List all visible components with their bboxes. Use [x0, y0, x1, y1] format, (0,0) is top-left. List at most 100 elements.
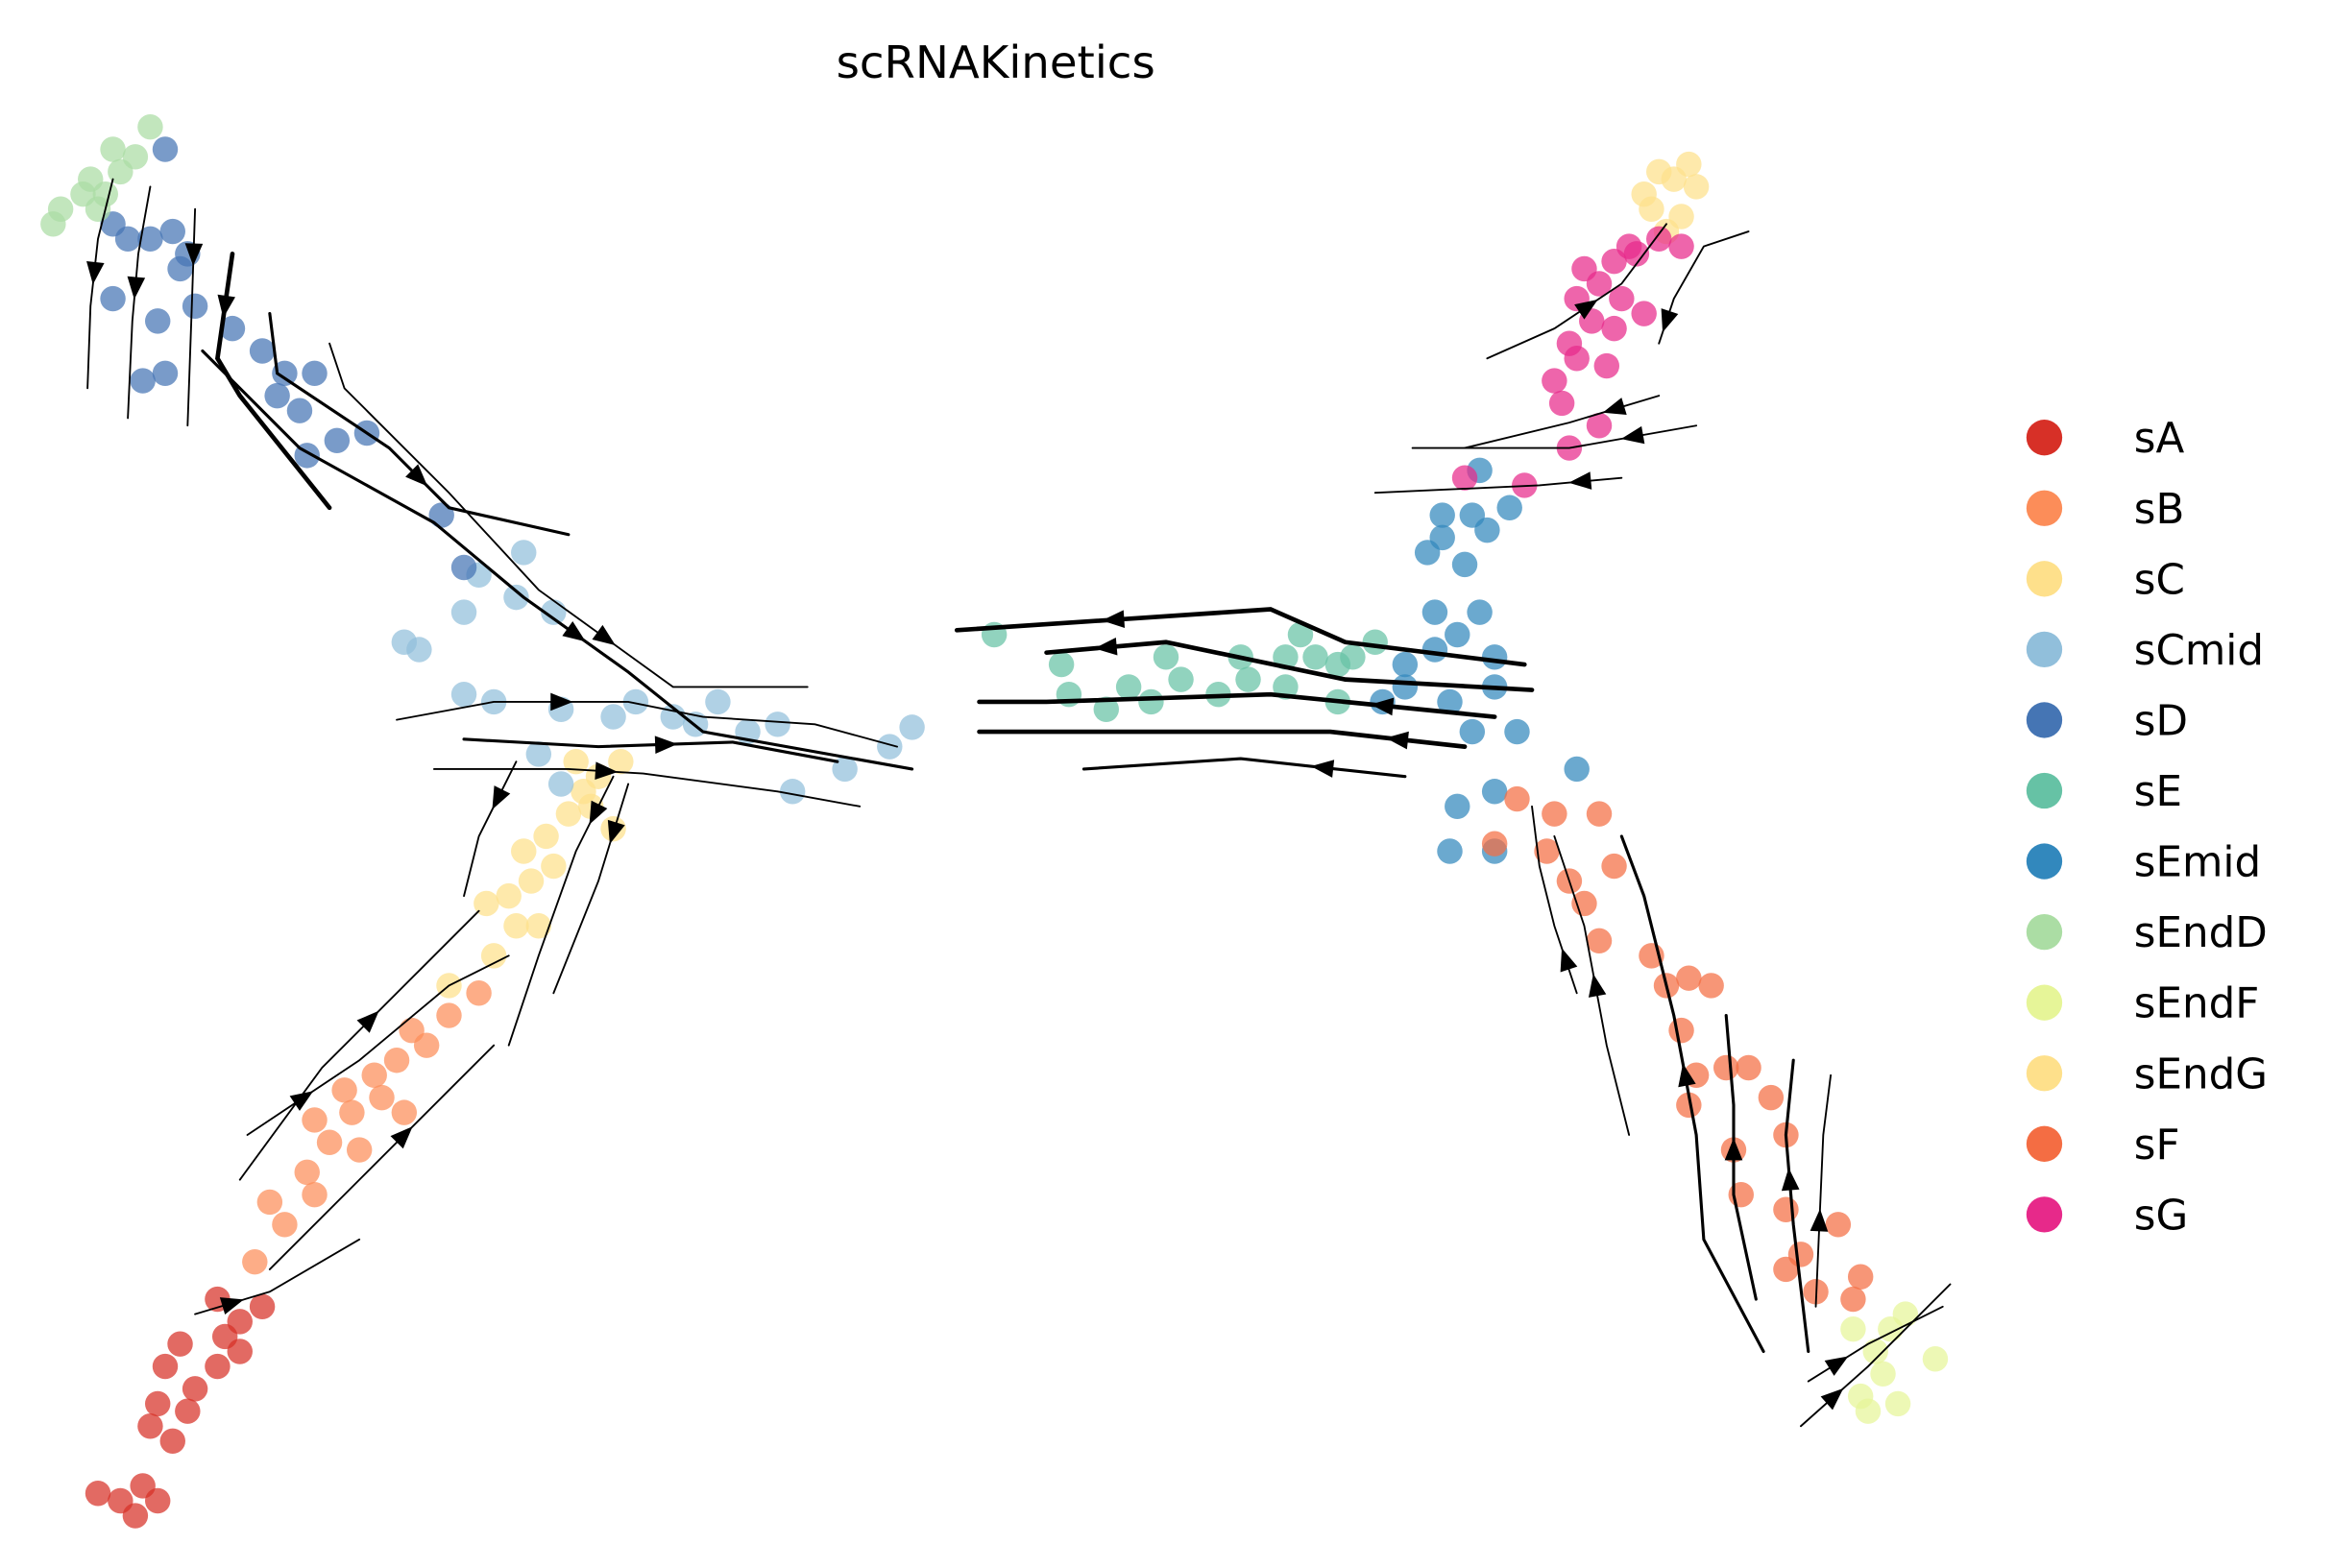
data-point-sCmid — [600, 704, 626, 730]
data-point-sEndF — [1840, 1315, 1866, 1342]
stream-arrow-icon — [289, 1091, 314, 1111]
data-point-sG — [1646, 226, 1672, 253]
series-sA — [85, 1286, 276, 1529]
data-point-sD — [144, 308, 171, 334]
stream-arrow-icon — [1661, 308, 1679, 333]
data-point-sD — [264, 382, 290, 409]
data-point-sF — [1676, 1092, 1702, 1119]
legend-marker — [2026, 631, 2063, 668]
streamline — [1081, 757, 1407, 779]
stream-arrow-icon — [1724, 1138, 1743, 1161]
data-point-sA — [175, 1398, 201, 1424]
data-point-sF — [1586, 928, 1613, 954]
data-point-sD — [428, 502, 454, 528]
data-point-sE — [1362, 629, 1388, 655]
data-point-sB — [391, 1099, 418, 1125]
legend-item-sEmid: sEmid — [2026, 839, 2261, 887]
stream-arrow-icon — [184, 243, 204, 266]
streamline — [396, 701, 898, 748]
stream-arrow-icon — [1588, 974, 1607, 998]
data-point-sC — [571, 779, 596, 805]
legend-label: sCmid — [2134, 627, 2264, 675]
data-point-sG — [1542, 368, 1567, 394]
data-point-sEndF — [1922, 1346, 1949, 1372]
data-point-sEndD — [137, 113, 163, 140]
data-point-sG — [1556, 330, 1583, 356]
legend-item-sD: sD — [2026, 697, 2188, 745]
data-point-sCmid — [406, 637, 432, 663]
data-point-sC — [496, 882, 522, 909]
stream-arrow-icon — [1678, 1063, 1696, 1088]
data-point-sEmid — [1421, 637, 1448, 663]
data-point-sC — [503, 913, 529, 939]
stream-arrow-icon — [492, 785, 511, 810]
series-sG — [1451, 226, 1694, 498]
legend-label: sE — [2134, 768, 2182, 816]
stream-arrow-icon — [1574, 299, 1598, 320]
data-point-sD — [450, 554, 477, 581]
streamline — [462, 737, 839, 763]
legend-label: sF — [2134, 1122, 2180, 1170]
legend-item-sC: sC — [2026, 556, 2185, 604]
data-point-sEmid — [1474, 517, 1500, 543]
data-point-sEmid — [1459, 718, 1486, 745]
data-point-sF — [1758, 1084, 1785, 1111]
data-point-sB — [302, 1181, 328, 1208]
data-point-sEndD — [122, 144, 149, 170]
legend-label: sB — [2134, 486, 2185, 534]
legend-item-sEndD: sEndD — [2026, 909, 2268, 957]
data-point-sD — [152, 360, 179, 387]
data-point-sD — [114, 226, 141, 253]
data-point-sG — [1593, 352, 1620, 379]
data-point-sC — [511, 838, 537, 864]
data-point-sB — [272, 1212, 298, 1238]
streamline — [1807, 1305, 1944, 1383]
stream-arrow-icon — [592, 624, 616, 646]
series-sF — [1481, 785, 1874, 1313]
data-point-sA — [152, 1353, 179, 1380]
data-point-sG — [1601, 315, 1627, 342]
data-point-sF — [1668, 1017, 1694, 1044]
streamline — [463, 760, 518, 898]
streamline — [552, 783, 630, 995]
data-point-sC — [525, 913, 552, 939]
stream-arrow-icon — [405, 464, 428, 487]
data-point-sG — [1609, 285, 1635, 312]
data-point-sEmid — [1445, 793, 1470, 820]
legend-label: sA — [2134, 415, 2185, 463]
data-point-sF — [1825, 1212, 1852, 1238]
data-point-sA — [108, 1487, 134, 1514]
legend-marker — [2026, 1055, 2063, 1092]
stream-arrow-icon — [589, 800, 608, 825]
stream-arrow-icon — [219, 1297, 244, 1315]
series-sB — [242, 980, 492, 1275]
data-point-sE — [1340, 644, 1366, 670]
data-point-sF — [1713, 1054, 1739, 1081]
data-point-sCmid — [503, 584, 529, 611]
data-point-sG — [1668, 233, 1694, 259]
data-point-sCmid — [779, 779, 806, 805]
data-point-sE — [1048, 651, 1075, 678]
series-sEndG — [1631, 151, 1710, 245]
streamline — [1411, 424, 1698, 449]
stream-arrow-icon — [1810, 1208, 1829, 1232]
data-point-sB — [346, 1137, 373, 1163]
data-point-sD — [130, 368, 156, 394]
data-point-sEmid — [1504, 718, 1530, 745]
data-point-sCmid — [765, 712, 790, 737]
legend-marker — [2026, 1196, 2063, 1233]
data-point-sB — [256, 1189, 283, 1216]
data-point-sEmid — [1429, 502, 1455, 528]
stream-arrow-icon — [1385, 731, 1409, 750]
data-point-sF — [1601, 853, 1627, 880]
series-sC — [436, 748, 634, 999]
legend-item-sCmid: sCmid — [2026, 627, 2264, 675]
series-sEndD — [40, 113, 163, 237]
data-point-sC — [563, 748, 589, 775]
stream-arrow-icon — [356, 1010, 379, 1033]
data-point-sCmid — [450, 681, 477, 708]
data-point-sCmid — [899, 714, 925, 740]
data-point-sF — [1840, 1286, 1866, 1313]
data-point-sG — [1451, 465, 1478, 491]
data-point-sEndD — [100, 136, 126, 162]
